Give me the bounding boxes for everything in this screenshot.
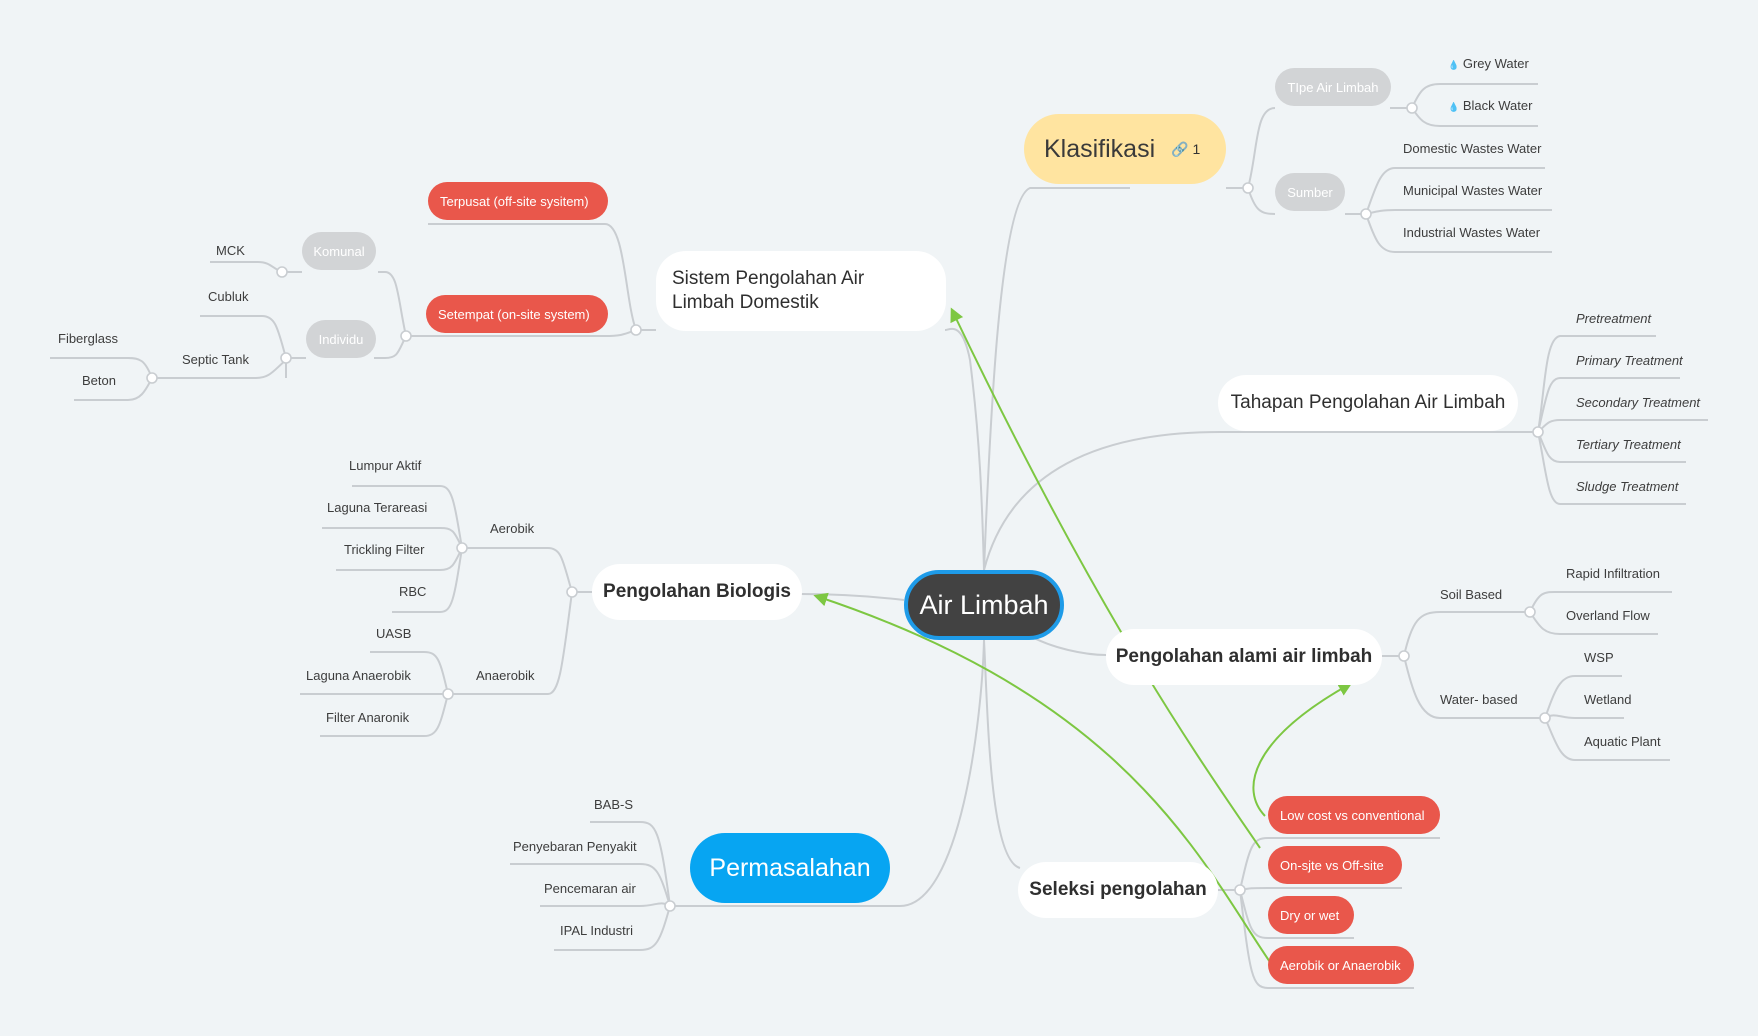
leaf-aquatic-plant[interactable]: Aquatic Plant xyxy=(1584,734,1661,749)
aerobik-anaerobik-label: Aerobik or Anaerobik xyxy=(1280,957,1401,973)
relationship-arrow[interactable] xyxy=(1252,682,1353,817)
topic-sistem[interactable]: Sistem Pengolahan Air Limbah Domestik xyxy=(656,251,946,331)
leaf-cubluk[interactable]: Cubluk xyxy=(208,289,249,304)
leaf-penyebaran-penyakit[interactable]: Penyebaran Penyakit xyxy=(513,839,637,854)
topic-permasalahan[interactable]: Permasalahan xyxy=(690,833,890,903)
central-topic-label: Air Limbah xyxy=(919,589,1049,620)
leaf-wetland[interactable]: Wetland xyxy=(1584,692,1632,707)
leaf-uasb[interactable]: UASB xyxy=(376,626,412,641)
leaf-pretreatment[interactable]: Pretreatment xyxy=(1576,311,1652,326)
leaf-filter-anaronik[interactable]: Filter Anaronik xyxy=(326,710,410,725)
setempat-label: Setempat (on-site system) xyxy=(438,306,590,322)
topic-biologis[interactable]: Pengolahan Biologis xyxy=(592,564,802,620)
leaf-primary[interactable]: Primary Treatment xyxy=(1576,353,1683,368)
leaf-trickling-filter[interactable]: Trickling Filter xyxy=(344,542,425,557)
tahapan-label: Tahapan Pengolahan Air Limbah xyxy=(1230,392,1506,413)
leaf-ipal-industri[interactable]: IPAL Industri xyxy=(560,923,633,938)
leaf-black-water[interactable]: 💧 Black Water xyxy=(1448,96,1532,116)
leaf-laguna-anaerobik[interactable]: Laguna Anaerobik xyxy=(306,668,411,683)
topic-komunal[interactable]: Komunal xyxy=(302,232,376,270)
onsite-label: On-sjte vs Off-site xyxy=(1280,857,1384,873)
topic-tipe-air-limbah[interactable]: TIpe Air Limbah xyxy=(1275,68,1391,106)
central-topic[interactable]: Air Limbah xyxy=(904,570,1064,640)
topic-aerobik-anaerobik[interactable]: Aerobik or Anaerobik xyxy=(1268,946,1414,984)
topic-low-cost[interactable]: Low cost vs conventional xyxy=(1268,796,1440,834)
permasalahan-label: Permasalahan xyxy=(709,853,871,882)
topic-individu[interactable]: Individu xyxy=(306,320,376,358)
leaf-wsp[interactable]: WSP xyxy=(1584,650,1614,665)
topic-seleksi[interactable]: Seleksi pengolahan xyxy=(1018,862,1218,918)
dry-wet-label: Dry or wet xyxy=(1280,907,1340,923)
topic-aerobik[interactable]: Aerobik xyxy=(490,521,535,536)
leaf-mck[interactable]: MCK xyxy=(216,243,245,258)
komunal-label: Komunal xyxy=(313,243,365,259)
leaf-label: Grey Water xyxy=(1462,56,1529,71)
link-icon: 🔗 xyxy=(1171,140,1189,157)
topic-septic-tank[interactable]: Septic Tank xyxy=(182,352,249,367)
leaf-overland-flow[interactable]: Overland Flow xyxy=(1566,608,1650,623)
leaf-bab-s[interactable]: BAB-S xyxy=(594,797,634,812)
topic-soil-based[interactable]: Soil Based xyxy=(1440,587,1503,602)
topic-terpusat[interactable]: Terpusat (off-site sysitem) xyxy=(428,182,608,220)
link-badge[interactable]: 🔗 1 xyxy=(1171,141,1200,158)
topic-klasifikasi[interactable]: Klasifikasi 🔗 1 xyxy=(1024,114,1226,184)
topic-water-based[interactable]: Water- based xyxy=(1440,692,1518,707)
leaf-rapid-infiltration[interactable]: Rapid Infiltration xyxy=(1566,566,1660,581)
klasifikasi-label: Klasifikasi xyxy=(1044,134,1156,163)
terpusat-label: Terpusat (off-site sysitem) xyxy=(440,193,589,209)
leaf-grey-water[interactable]: 💧 Grey Water xyxy=(1448,54,1529,74)
sumber-label: Sumber xyxy=(1287,184,1333,200)
leaf-industrial[interactable]: Industrial Wastes Water xyxy=(1403,225,1541,240)
leaf-municipal[interactable]: Municipal Wastes Water xyxy=(1403,183,1543,198)
leaf-secondary[interactable]: Secondary Treatment xyxy=(1576,395,1701,410)
leaf-lumpur-aktif[interactable]: Lumpur Aktif xyxy=(349,458,422,473)
biologis-label: Pengolahan Biologis xyxy=(603,581,791,602)
sistem-label: Sistem Pengolahan Air Limbah Domestik xyxy=(672,268,865,313)
leaf-beton[interactable]: Beton xyxy=(82,373,116,388)
water-drop-icon: 💧 xyxy=(1448,102,1460,112)
topic-sumber[interactable]: Sumber xyxy=(1275,173,1345,211)
topic-setempat[interactable]: Setempat (on-site system) xyxy=(426,295,608,333)
leaf-laguna-terareasi[interactable]: Laguna Terareasi xyxy=(327,500,428,515)
individu-label: Individu xyxy=(318,331,364,347)
leaf-fiberglass[interactable]: Fiberglass xyxy=(58,331,118,346)
topic-anaerobik[interactable]: Anaerobik xyxy=(476,668,535,683)
seleksi-label: Seleksi pengolahan xyxy=(1029,879,1207,900)
low-cost-label: Low cost vs conventional xyxy=(1280,807,1425,823)
leaf-tertiary[interactable]: Tertiary Treatment xyxy=(1576,437,1681,452)
relationship-arrow[interactable] xyxy=(813,592,1273,966)
link-count: 1 xyxy=(1192,140,1201,157)
tipe-label: TIpe Air Limbah xyxy=(1287,79,1379,95)
water-drop-icon: 💧 xyxy=(1448,60,1460,70)
alami-label: Pengolahan alami air limbah xyxy=(1115,646,1373,667)
topic-dry-wet[interactable]: Dry or wet xyxy=(1268,896,1354,934)
topic-onsite-offsite[interactable]: On-sjte vs Off-site xyxy=(1268,846,1402,884)
leaf-domestic[interactable]: Domestic Wastes Water xyxy=(1403,141,1542,156)
leaf-sludge[interactable]: Sludge Treatment xyxy=(1576,479,1679,494)
leaf-rbc[interactable]: RBC xyxy=(399,584,427,599)
topic-tahapan[interactable]: Tahapan Pengolahan Air Limbah xyxy=(1218,375,1518,431)
leaf-label: Black Water xyxy=(1462,98,1533,113)
topic-alami[interactable]: Pengolahan alami air limbah xyxy=(1106,629,1382,685)
leaf-pencemaran-air[interactable]: Pencemaran air xyxy=(544,881,636,896)
